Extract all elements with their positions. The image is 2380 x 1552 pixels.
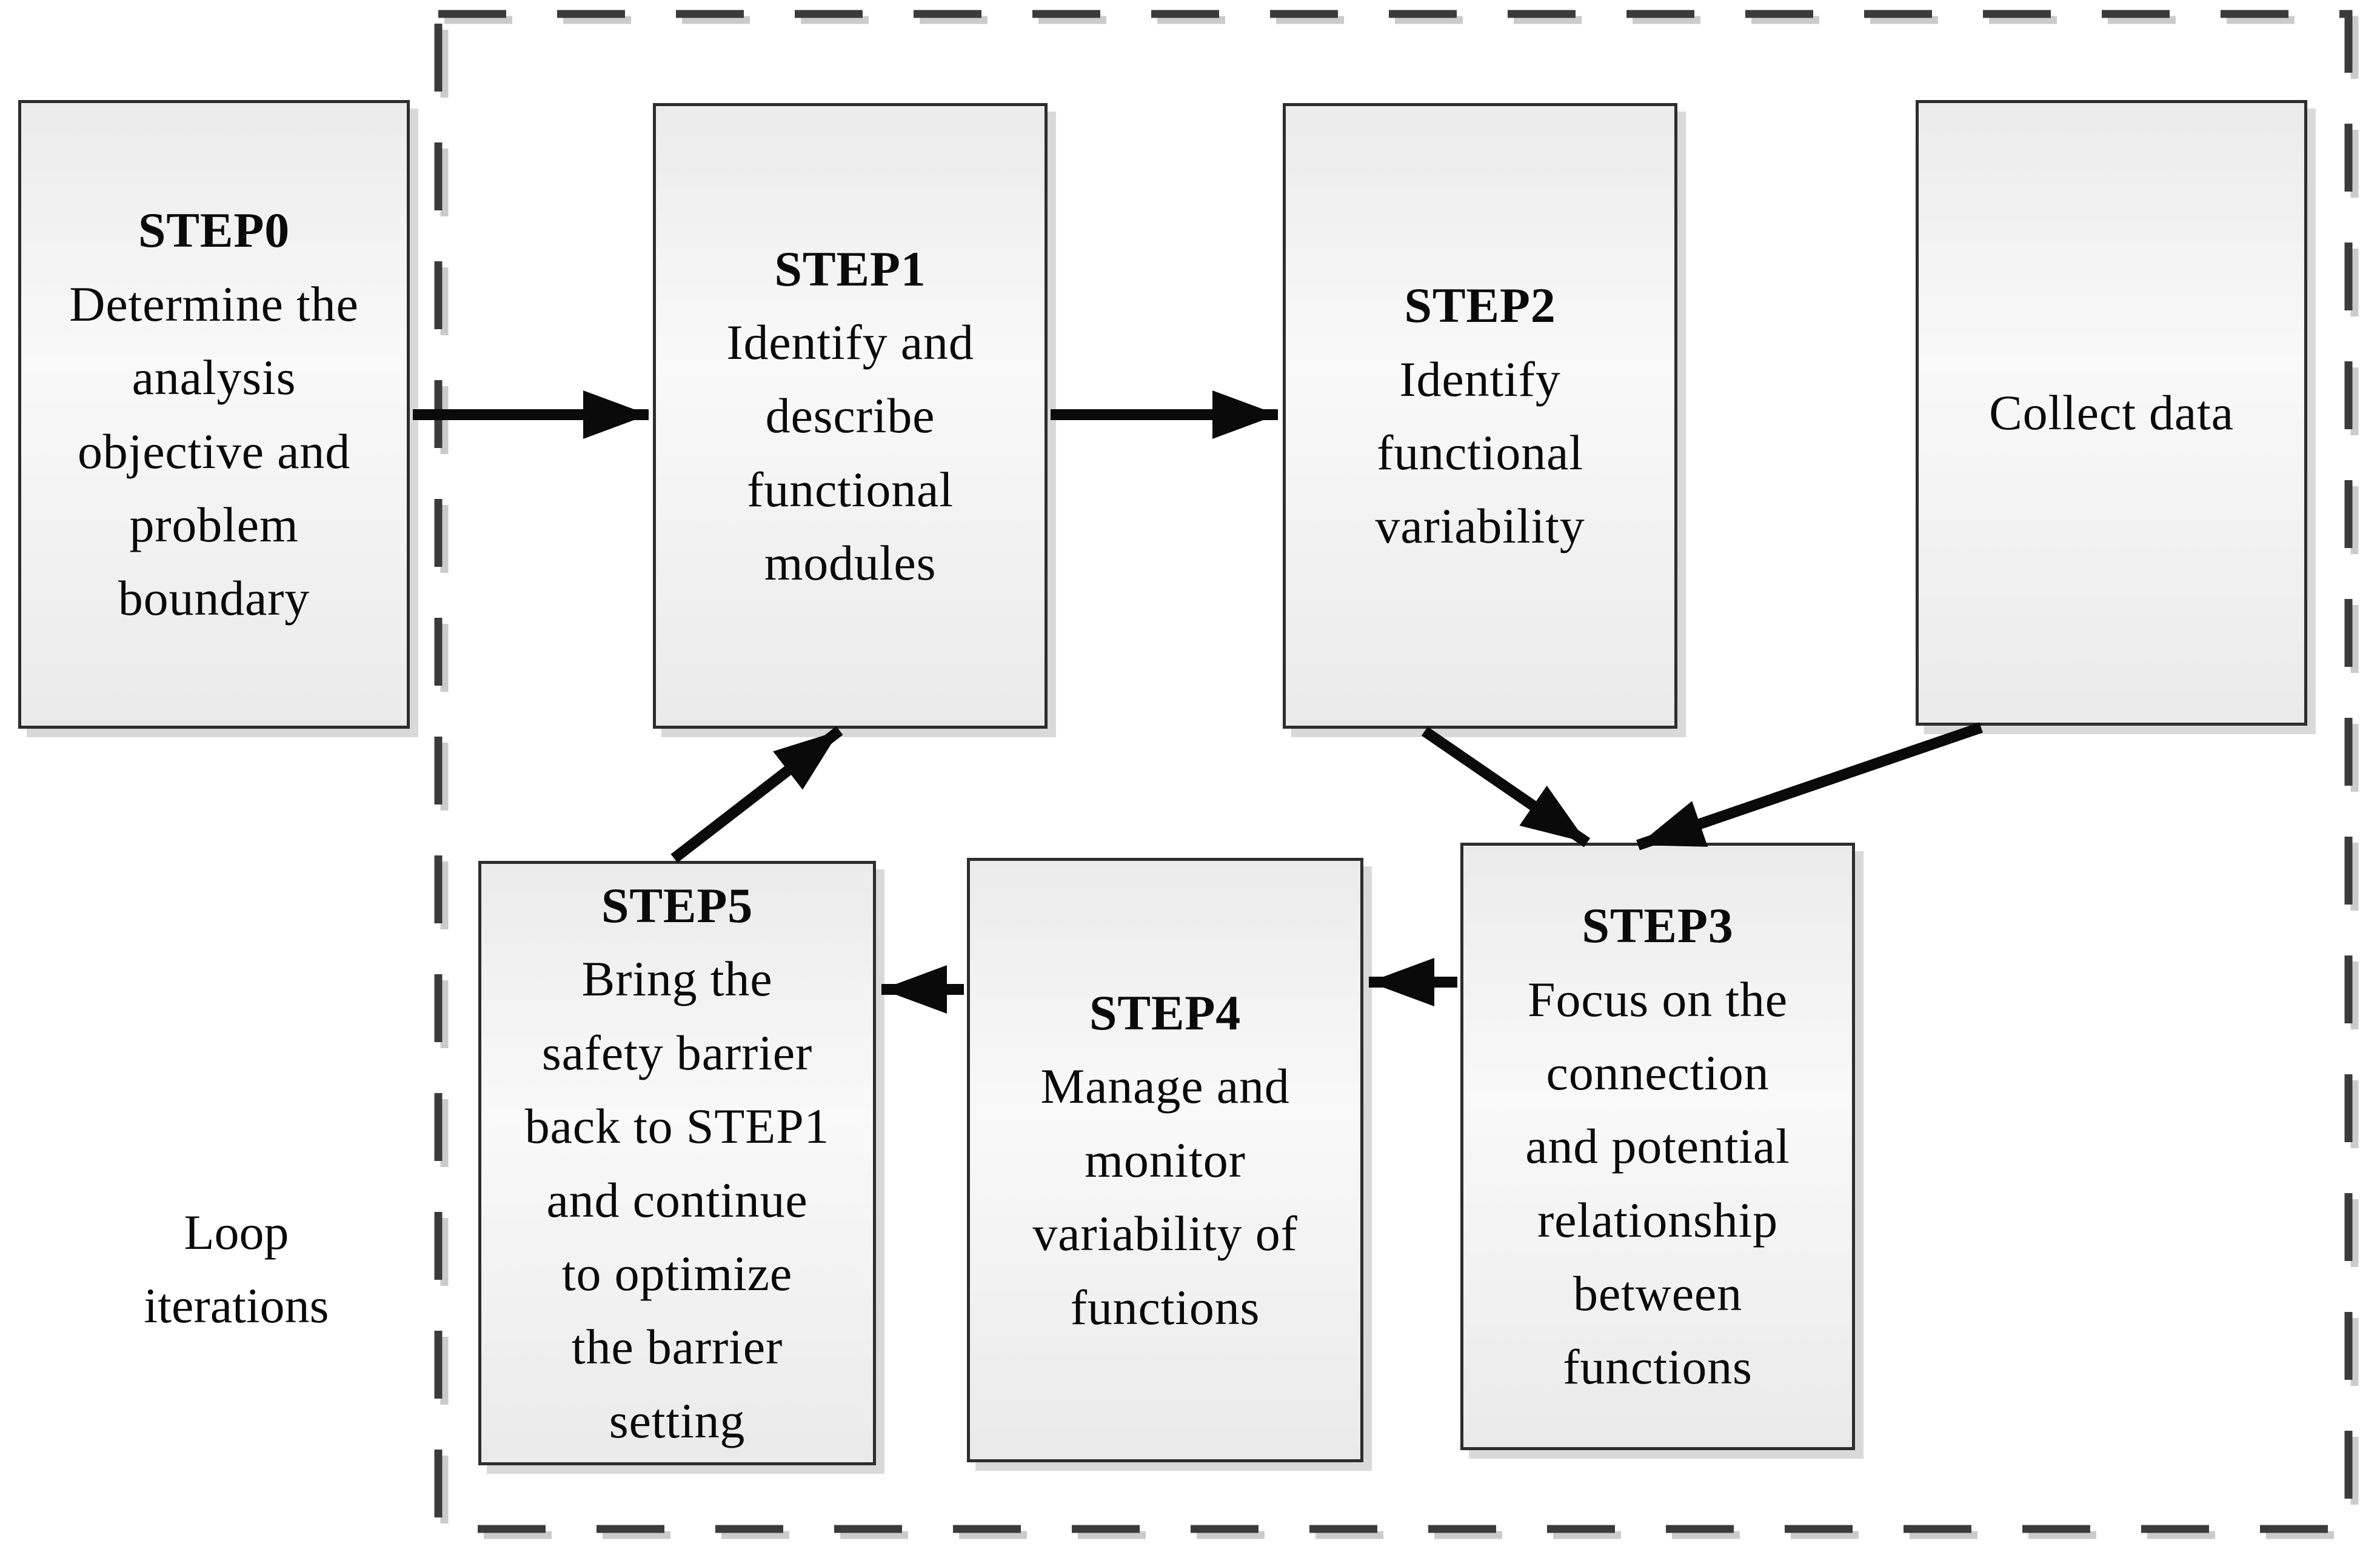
node-step0-text-line: Determine the	[69, 276, 359, 332]
arrow-step2-to-step3	[1421, 726, 1591, 848]
node-collect-data-text-line: Collect data	[1989, 385, 2234, 441]
node-step5-title: STEP5	[601, 878, 754, 934]
node-step4-text-line: variability of	[1032, 1206, 1298, 1262]
node-step4: STEP4 Manage and monitor variability of …	[967, 858, 1363, 1462]
node-step5-text-line: back to STEP1	[524, 1099, 830, 1154]
node-step5-text-line: Bring the	[581, 951, 773, 1007]
node-step1-title: STEP1	[774, 241, 926, 296]
node-step1-text-line: describe	[765, 388, 935, 444]
node-step1-text-line: modules	[764, 535, 937, 591]
node-step2-title: STEP2	[1404, 278, 1556, 333]
node-step3-text-line: functions	[1563, 1339, 1753, 1395]
node-step0-title: STEP0	[138, 202, 290, 258]
node-step3-text-line: and potential	[1525, 1119, 1790, 1174]
node-step0-text-line: problem	[129, 497, 299, 552]
node-step3-text-line: connection	[1546, 1045, 1770, 1100]
node-step2-text-line: variability	[1375, 498, 1585, 554]
node-step3-text-line: between	[1573, 1266, 1742, 1322]
node-step0-text-line: analysis	[132, 350, 296, 406]
node-step1-text-line: Identify and	[726, 314, 974, 370]
node-step3: STEP3 Focus on the connection and potent…	[1460, 843, 1855, 1450]
node-collect-data: Collect data	[1916, 100, 2307, 726]
loop-iterations-label: Loop iterations	[79, 1196, 394, 1343]
node-step0: STEP0 Determine the analysis objective a…	[18, 100, 410, 729]
node-step1-text-line: functional	[747, 461, 954, 517]
node-step5-text-line: to optimize	[561, 1245, 793, 1301]
node-step4-title: STEP4	[1089, 985, 1242, 1041]
arrow-step5-to-step1	[670, 726, 843, 863]
node-step3-title: STEP3	[1582, 898, 1734, 954]
node-step1: STEP1 Identify and describe functional m…	[653, 103, 1048, 729]
node-step5-text-line: and continue	[546, 1172, 808, 1228]
node-step4-text-line: monitor	[1085, 1132, 1246, 1188]
node-step3-text-line: relationship	[1537, 1192, 1778, 1248]
node-step4-text-line: functions	[1070, 1279, 1260, 1335]
node-step0-text-line: boundary	[118, 570, 310, 626]
node-step3-text-line: Focus on the	[1528, 971, 1788, 1027]
node-step2-text-line: functional	[1377, 425, 1583, 480]
arrow-collect-data-to-step3	[1636, 722, 1983, 851]
node-step5-text-line: setting	[609, 1393, 746, 1448]
node-step2: STEP2 Identify functional variability	[1283, 103, 1677, 729]
node-step0-text-line: objective and	[77, 423, 351, 479]
node-step5: STEP5 Bring the safety barrier back to S…	[478, 861, 876, 1465]
loop-iterations-label-line: iterations	[144, 1278, 329, 1334]
node-step2-text-line: Identify	[1399, 351, 1561, 407]
loop-iterations-label-line: Loop	[184, 1205, 289, 1260]
node-step4-text-line: Manage and	[1040, 1059, 1290, 1114]
node-step5-text-line: the barrier	[571, 1319, 783, 1375]
node-step5-text-line: safety barrier	[541, 1025, 813, 1080]
